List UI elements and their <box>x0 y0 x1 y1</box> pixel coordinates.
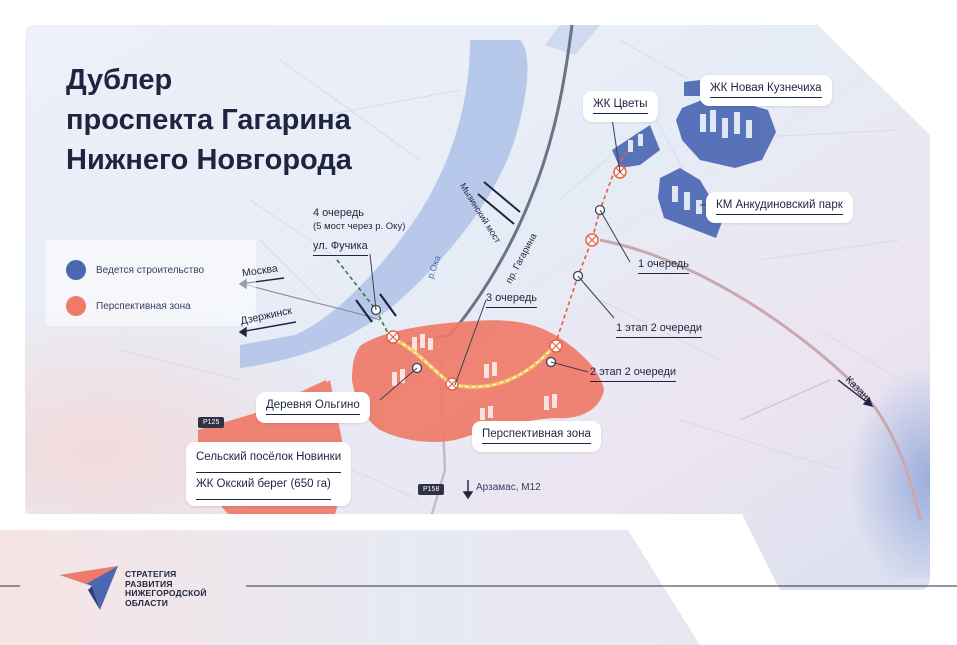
logo-text-content: СТРАТЕГИЯ РАЗВИТИЯ НИЖЕГОРОДСКОЙ ОБЛАСТИ <box>125 569 207 608</box>
blue-glow <box>700 250 930 578</box>
road-r158: Р158 <box>418 484 445 495</box>
label-tsvety: ЖК Цветы <box>583 91 658 122</box>
label-perspective-zone: Перспективная зона <box>472 421 601 452</box>
label-arzamas: Арзамас, М12 <box>476 482 541 493</box>
leader-lines <box>369 95 712 401</box>
label-stage2-2: 2 этап 2 очереди <box>590 366 677 382</box>
construction-buildings <box>628 110 752 214</box>
label-ankudinovsky: КМ Анкудиновский парк <box>706 192 853 223</box>
fifth-bridge <box>355 293 397 323</box>
road-r125: Р125 <box>198 417 225 428</box>
footer-band <box>0 530 700 645</box>
river-branch <box>545 25 600 55</box>
label-olgino-text: Деревня Ольгино <box>266 399 360 415</box>
label-ankudinovsky-text: КМ Анкудиновский парк <box>716 199 843 215</box>
label-new-kuznechikha-text: ЖК Новая Кузнечиха <box>710 82 822 98</box>
legend-item-construction: Ведется строительство <box>66 260 204 280</box>
label-stage1: 1 очередь <box>638 258 690 274</box>
label-stage4: 4 очередь <box>313 207 365 219</box>
label-oksky-text: ЖК Окский берег (650 га) <box>196 473 331 500</box>
construction-dot <box>66 260 86 280</box>
legend-label-perspective: Перспективная зона <box>96 300 191 312</box>
label-fuchika: ул. Фучика <box>313 240 368 256</box>
legend: Ведется строительство Перспективная зона <box>46 240 256 326</box>
label-new-kuznechikha: ЖК Новая Кузнечиха <box>700 75 832 106</box>
logo-text: СТРАТЕГИЯ РАЗВИТИЯ НИЖЕГОРОДСКОЙ ОБЛАСТИ <box>125 569 207 608</box>
label-perspective-zone-text: Перспективная зона <box>482 428 591 444</box>
label-novinki-text: Сельский посёлок Новинки <box>196 446 342 473</box>
legend-label-construction: Ведется строительство <box>96 264 205 276</box>
label-stage3: 3 очередь <box>486 292 538 308</box>
label-tsvety-text: ЖК Цветы <box>593 98 648 114</box>
legend-item-perspective: Перспективная зона <box>66 296 191 316</box>
page-title: Дублер проспекта Гагарина Нижнего Новгор… <box>66 64 352 176</box>
logo-mark <box>60 566 118 610</box>
label-stage4-note: (5 мост через р. Оку) <box>313 221 406 232</box>
city-texture <box>119 39 901 501</box>
stage2-route <box>554 149 629 346</box>
label-olgino: Деревня Ольгино <box>256 392 370 423</box>
label-novinki-oksky: Сельский посёлок Новинки ЖК Окский берег… <box>186 442 352 506</box>
label-stage2-1: 1 этап 2 очереди <box>616 322 703 338</box>
zone-buildings <box>392 334 557 420</box>
myzinsky-bridge <box>477 181 521 225</box>
perspective-dot <box>66 296 86 316</box>
oka-river <box>240 40 528 368</box>
